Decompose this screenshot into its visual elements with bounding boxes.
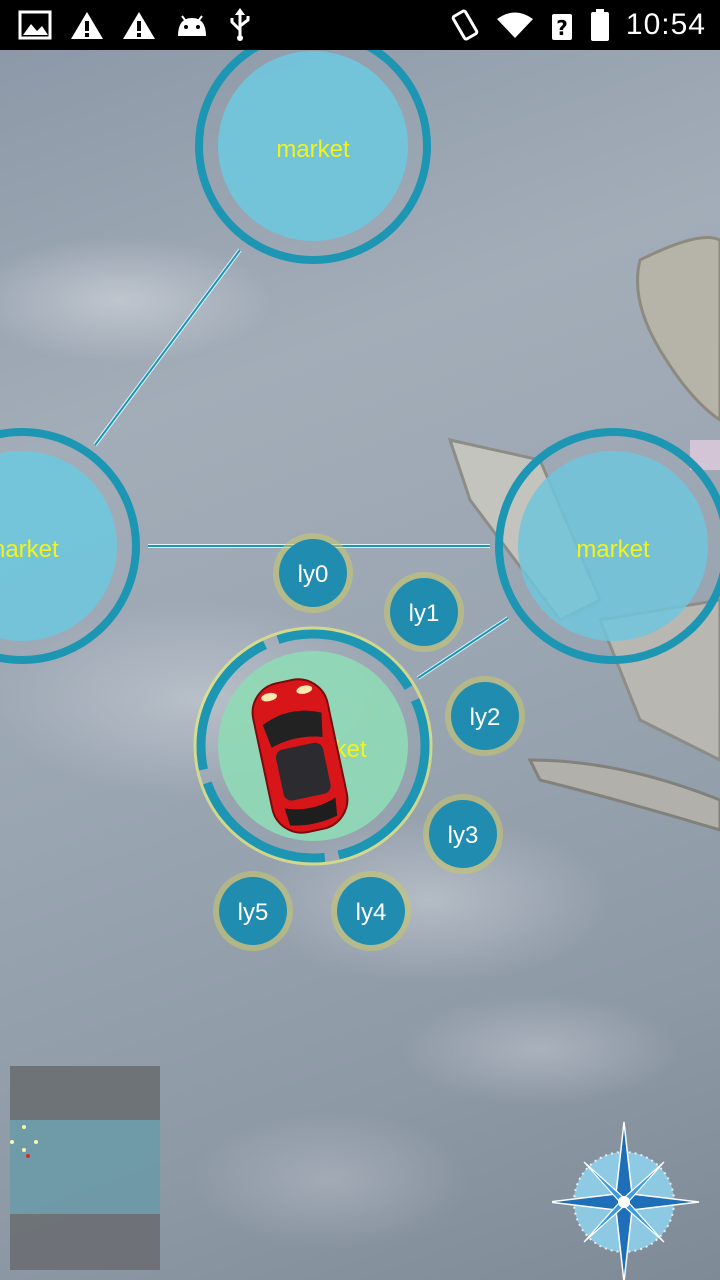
status-bar: ? 10:54 (0, 0, 720, 50)
market-node-label: market (0, 536, 59, 563)
ly3-button[interactable]: ly3 (423, 794, 503, 874)
market-node-left[interactable]: market (0, 428, 140, 664)
svg-text:?: ? (556, 16, 568, 40)
android-icon (178, 15, 206, 36)
ly1-button[interactable]: ly1 (384, 572, 464, 652)
rotate-icon (451, 9, 479, 41)
wifi-icon (496, 12, 533, 38)
minimap-region (10, 1120, 160, 1214)
ly3-label: ly3 (448, 822, 479, 849)
ly1-label: ly1 (409, 600, 440, 627)
warning-icon (71, 12, 103, 39)
market-node-label: market (576, 536, 650, 563)
market-node-right[interactable]: market (495, 428, 720, 664)
ly4-button[interactable]: ly4 (331, 871, 411, 951)
red-car-icon (251, 678, 349, 834)
image-icon (18, 10, 52, 40)
minimap-node-marker (22, 1148, 26, 1152)
market-node-top[interactable]: market (195, 28, 431, 264)
compass-rose-icon[interactable] (552, 1120, 702, 1280)
player-node[interactable]: market (193, 626, 433, 866)
minimap-node-marker (10, 1140, 14, 1144)
ly5-label: ly5 (238, 899, 269, 926)
minimap-node-marker (34, 1140, 38, 1144)
battery-icon (590, 9, 609, 41)
unknown-signal-icon: ? (551, 14, 572, 40)
clock: 10:54 (625, 8, 706, 41)
ly0-button[interactable]: ly0 (273, 533, 353, 613)
ly2-label: ly2 (470, 704, 501, 731)
minimap[interactable] (10, 1066, 160, 1270)
market-node-label: market (276, 136, 350, 163)
ly2-button[interactable]: ly2 (445, 676, 525, 756)
minimap-player-marker (26, 1154, 30, 1158)
ly4-label: ly4 (356, 899, 387, 926)
warning-icon (123, 12, 155, 39)
minimap-node-marker (22, 1125, 26, 1129)
ly5-button[interactable]: ly5 (213, 871, 293, 951)
ly0-label: ly0 (298, 561, 329, 588)
usb-icon (230, 8, 250, 41)
